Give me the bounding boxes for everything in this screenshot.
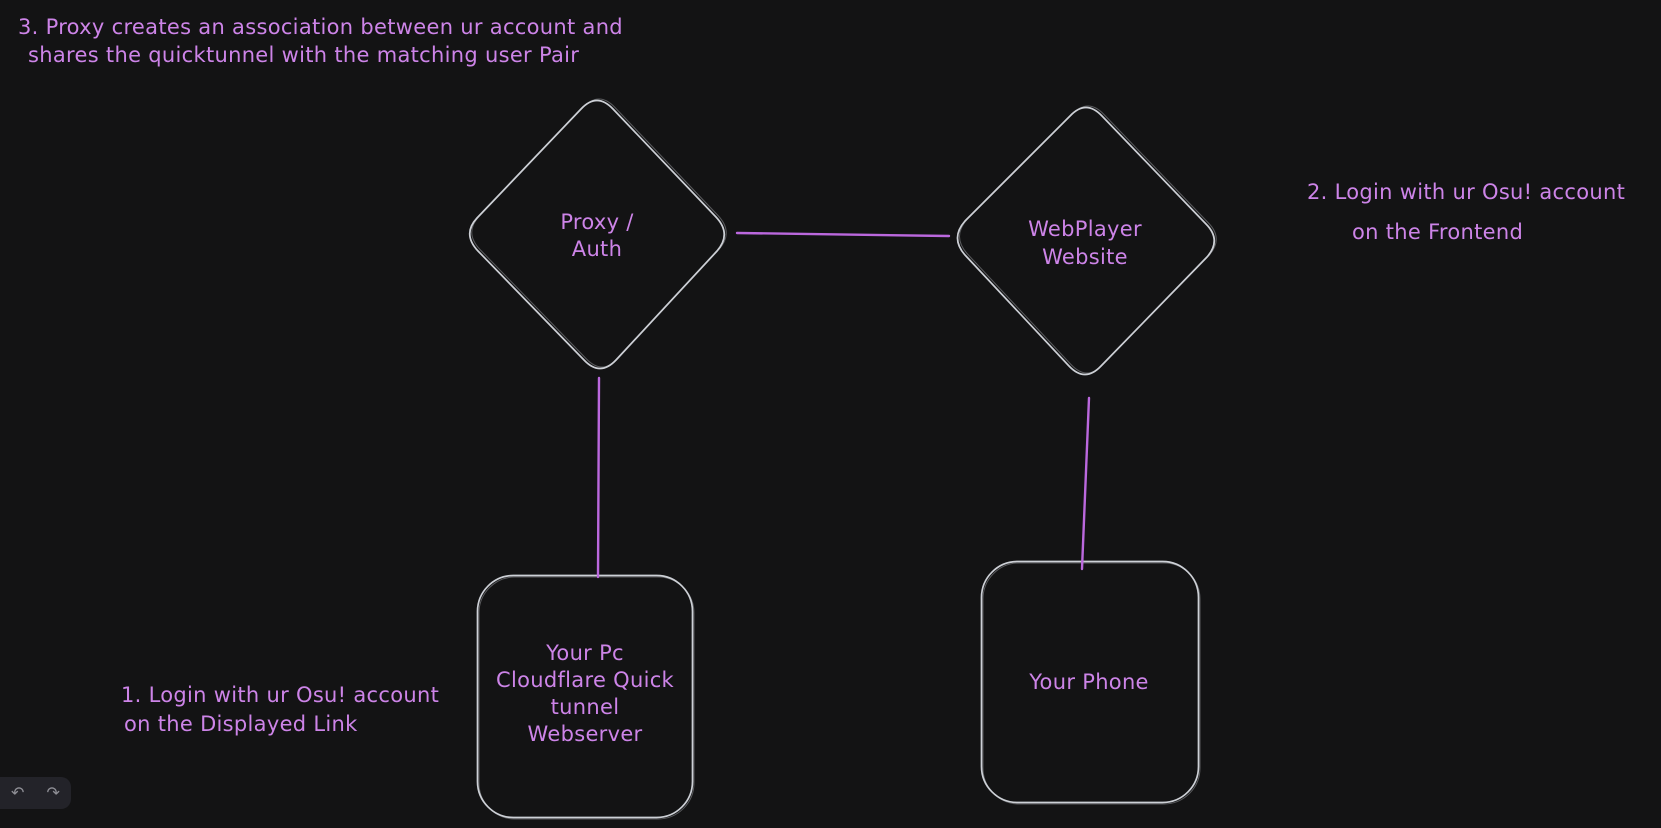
pc-webserver-label-line1: Your Pc	[546, 641, 624, 665]
webplayer-label-line2: Website	[1042, 245, 1128, 269]
annotation-step1-line1[interactable]: 1. Login with ur Osu! account	[121, 683, 440, 707]
undo-icon[interactable]: ↶	[6, 781, 30, 805]
proxy-auth-label-line1: Proxy /	[560, 210, 634, 234]
webplayer-label[interactable]: WebPlayer Website	[985, 215, 1185, 271]
connector-webplayer-phone[interactable]	[1080, 396, 1091, 571]
pc-rectangle-sketch	[478, 576, 695, 820]
pc-rectangle[interactable]	[476, 574, 694, 819]
annotation-step2-line2[interactable]: on the Frontend	[1352, 220, 1524, 244]
pc-webserver-label-line4: Webserver	[527, 722, 643, 746]
annotation-step2-line1[interactable]: 2. Login with ur Osu! account	[1307, 180, 1626, 204]
history-panel: ↶ ↷	[0, 777, 71, 809]
phone-rectangle[interactable]	[980, 560, 1200, 804]
proxy-auth-label[interactable]: Proxy / Auth	[497, 209, 697, 263]
annotation-step3-line1[interactable]: 3. Proxy creates an association between …	[18, 15, 623, 39]
redo-icon[interactable]: ↷	[41, 781, 65, 805]
webplayer-label-line1: WebPlayer	[1028, 217, 1142, 241]
annotation-step3-line2[interactable]: shares the quicktunnel with the matching…	[28, 43, 580, 67]
connector-proxy-pc[interactable]	[596, 376, 601, 579]
phone-label[interactable]: Your Phone	[989, 669, 1189, 696]
phone-rectangle-sketch	[982, 562, 1201, 805]
phone-label-line1: Your Phone	[1029, 670, 1149, 694]
pc-webserver-label[interactable]: Your Pc Cloudflare Quick tunnel Webserve…	[485, 640, 685, 748]
pc-webserver-label-line3: tunnel	[550, 695, 620, 719]
proxy-auth-label-line2: Auth	[571, 237, 623, 261]
annotation-step1-line2[interactable]: on the Displayed Link	[124, 712, 358, 736]
pc-webserver-label-line2: Cloudflare Quick	[495, 668, 675, 692]
webplayer-diamond[interactable]	[956, 106, 1216, 376]
proxy-auth-diamond[interactable]	[468, 99, 726, 370]
connector-proxy-webplayer[interactable]	[735, 231, 951, 238]
